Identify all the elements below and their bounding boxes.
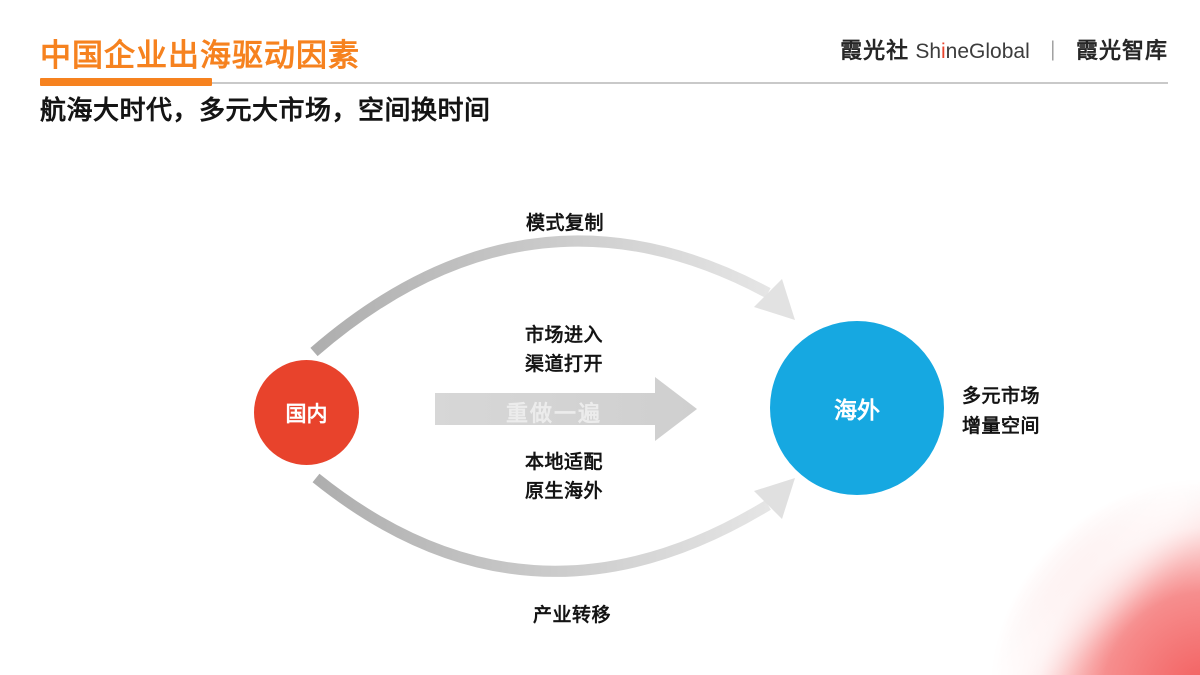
- node-domestic-label: 国内: [285, 402, 328, 426]
- brand-en-name: ShineGlobal: [915, 40, 1029, 63]
- above-arrow-label-1: 市场进入: [524, 325, 604, 346]
- top-arc-label: 模式复制: [525, 213, 605, 234]
- brand-divider: ｜: [1042, 41, 1063, 63]
- brand-en-suffix: neGlobal: [945, 40, 1030, 63]
- right-label-1: 多元市场: [962, 386, 1041, 407]
- bottom-arc-arrowhead-icon: [754, 478, 795, 519]
- header-accent-bar: [40, 78, 212, 86]
- header-divider-line: [40, 82, 1168, 84]
- page-title: 中国企业出海驱动因素: [40, 38, 360, 73]
- below-arrow-label-2: 原生海外: [524, 481, 604, 502]
- brand-en-prefix: Sh: [915, 40, 941, 63]
- right-label-2: 增量空间: [962, 416, 1041, 437]
- bottom-arc-label: 产业转移: [532, 605, 612, 626]
- brand-logo: 霞光社 ShineGlobal ｜ 霞光智库: [840, 33, 1168, 65]
- node-overseas-label: 海外: [834, 397, 880, 423]
- above-arrow-label-2: 渠道打开: [524, 354, 604, 375]
- brand-en-red-i: i: [941, 40, 946, 63]
- middle-arrow-label: 重做一遍: [505, 401, 603, 426]
- brand-cn-name: 霞光社: [840, 38, 910, 63]
- top-arc-arrow: [310, 235, 771, 357]
- node-overseas: 海外: [770, 321, 944, 495]
- top-arc-arrowhead-icon: [754, 279, 795, 320]
- below-arrow-label-1: 本地适配: [524, 452, 604, 473]
- brand-think-tank: 霞光智库: [1075, 38, 1168, 63]
- page-subtitle: 航海大时代，多元大市场，空间换时间: [40, 95, 491, 125]
- bottom-arc-arrow: [312, 473, 771, 577]
- middle-right-arrow: [435, 377, 697, 441]
- node-domestic: 国内: [254, 360, 359, 465]
